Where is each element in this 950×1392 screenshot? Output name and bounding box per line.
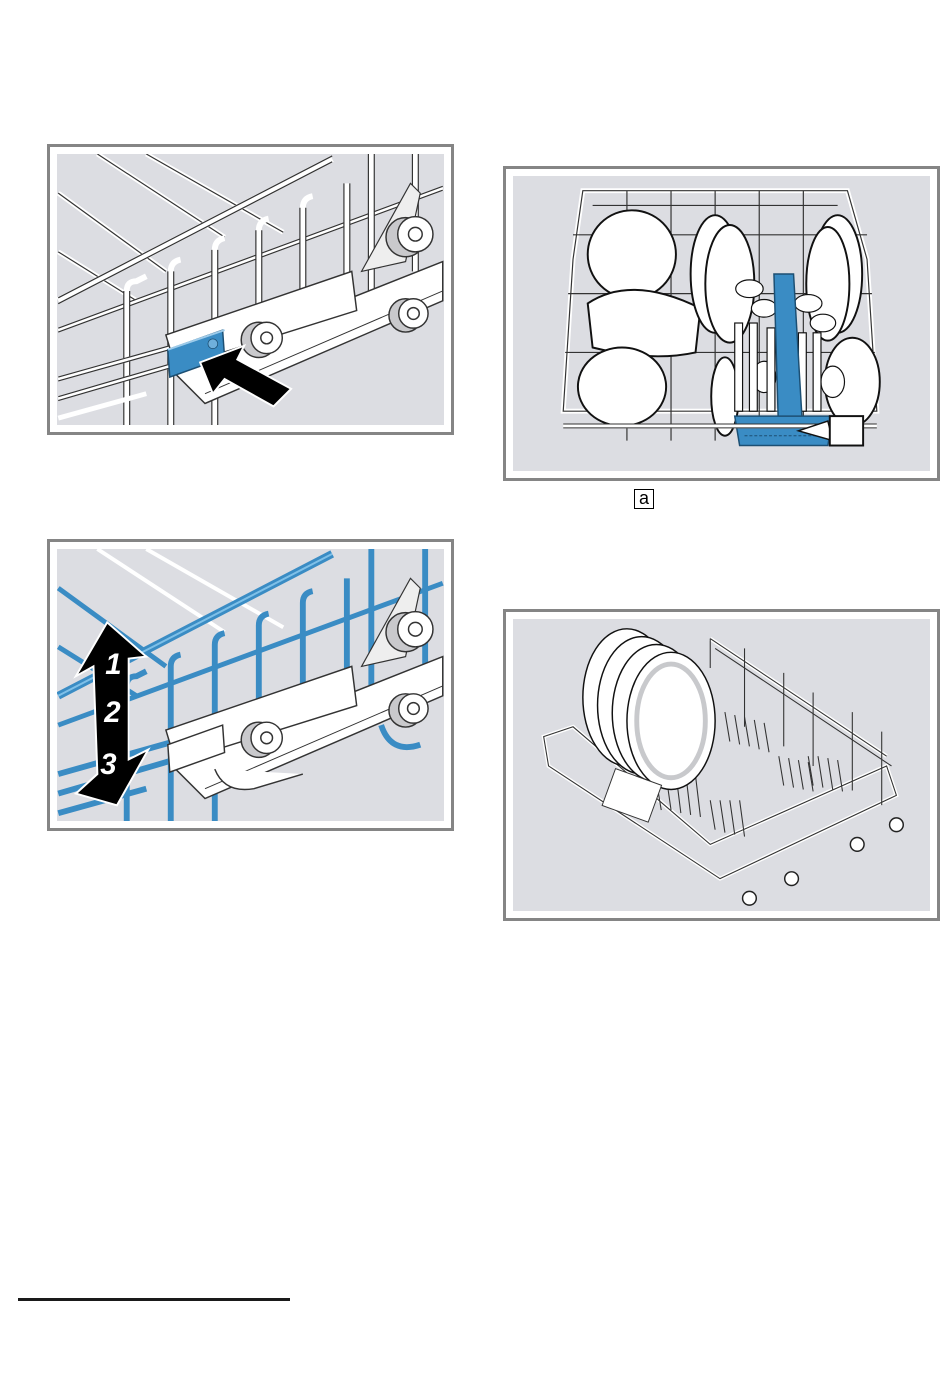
upper-rack-illustration [560, 188, 881, 447]
figure-upper-rack-loaded [503, 166, 940, 481]
figure-rack-lever-canvas [57, 154, 444, 425]
figure-lower-rack-plates [503, 609, 940, 921]
lower-rack-illustration [541, 628, 904, 906]
cutlery-basket [733, 273, 834, 447]
footnote-divider [18, 1298, 290, 1301]
callout-a-label: a [634, 489, 654, 509]
plates [689, 214, 881, 437]
wheel [741, 817, 904, 906]
step-1-label: 1 [105, 648, 121, 681]
callout-box [828, 415, 865, 447]
wheel [240, 610, 434, 759]
height-adjust-arrow-icon [73, 620, 151, 807]
rack-height-illustration: 1 2 3 [57, 549, 444, 821]
wheel [240, 215, 434, 359]
cutlery [734, 279, 846, 412]
rack-lever-illustration [57, 154, 444, 425]
figure-rack-height-canvas: 1 2 3 [57, 549, 444, 821]
step-2-label: 2 [103, 696, 121, 729]
step-3-label: 3 [100, 748, 116, 781]
push-arrow-icon [198, 343, 293, 408]
figure-lower-rack-canvas [513, 619, 930, 911]
figure-rack-lever [47, 144, 454, 435]
bowls [576, 209, 702, 427]
figure-upper-rack-canvas [513, 176, 930, 471]
figure-rack-height-positions: 1 2 3 [47, 539, 454, 831]
lever-button [167, 329, 226, 379]
plates [582, 628, 716, 791]
